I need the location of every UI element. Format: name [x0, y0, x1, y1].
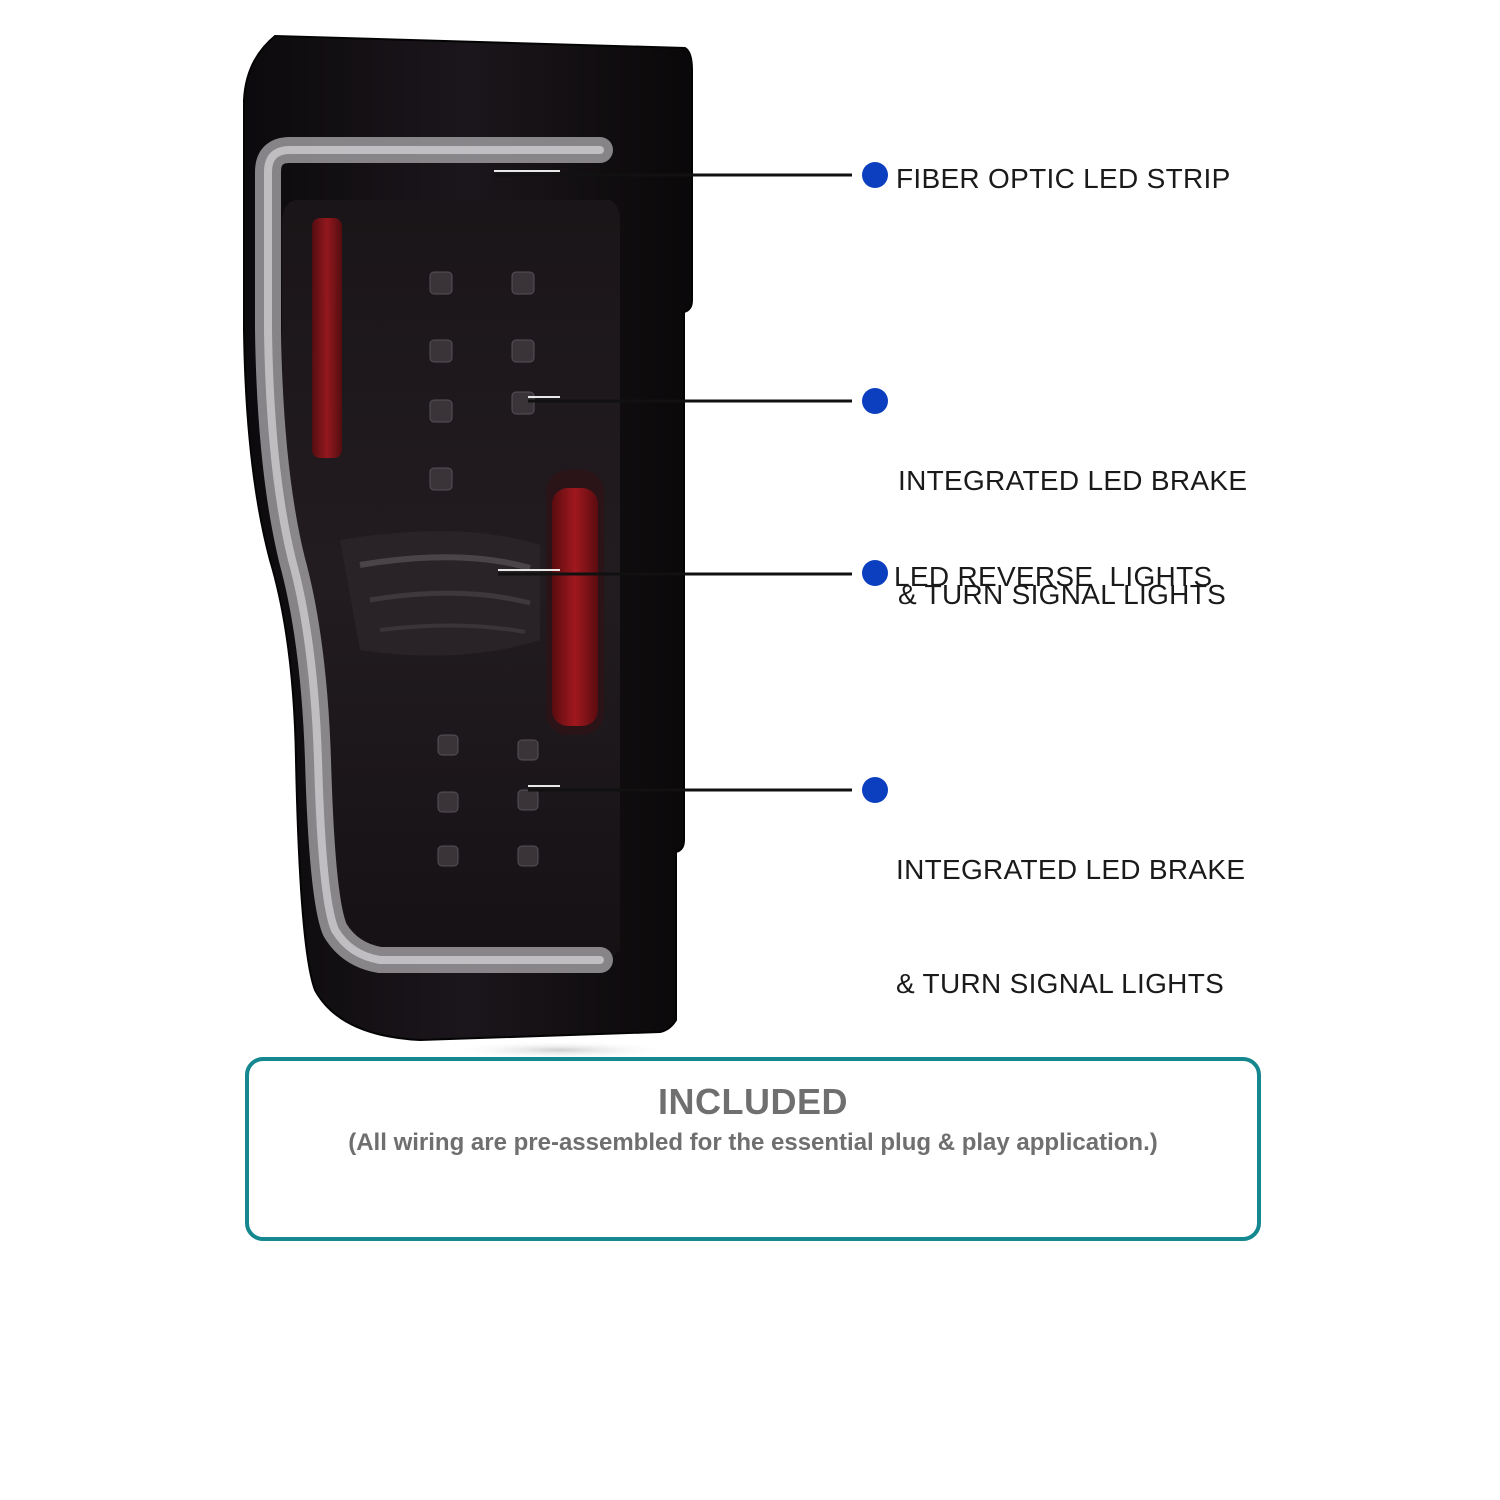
callout-reverse-lights: LED REVERSE LIGHTS — [862, 558, 1212, 596]
callout-label: LED REVERSE LIGHTS — [894, 561, 1213, 592]
callout-upper-brake-turn: INTEGRATED LED BRAKE & TURN SIGNAL LIGHT… — [862, 386, 1247, 690]
blue-dot-bullet — [862, 777, 888, 803]
blue-dot-bullet — [862, 388, 888, 414]
callout-label: FIBER OPTIC LED STRIP — [896, 163, 1231, 194]
callout-label-line2: & TURN SIGNAL LIGHTS — [898, 579, 1227, 610]
included-title: INCLUDED — [658, 1081, 848, 1122]
callout-label-line1: INTEGRATED LED BRAKE — [896, 854, 1246, 885]
callout-label-line2: & TURN SIGNAL LIGHTS — [896, 968, 1225, 999]
callout-leader-highlights — [494, 170, 560, 787]
callout-leader-lines — [494, 173, 852, 792]
blue-dot-bullet — [862, 560, 888, 586]
included-note: (All wiring are pre-assembled for the es… — [348, 1129, 1158, 1156]
left-red-reflector — [312, 218, 342, 458]
lower-led-grid — [437, 734, 539, 867]
callout-fiber-optic: FIBER OPTIC LED STRIP — [862, 160, 1231, 198]
callout-lower-brake-turn: INTEGRATED LED BRAKE & TURN SIGNAL LIGHT… — [862, 775, 1245, 1079]
floor-shadow — [450, 1041, 670, 1059]
blue-dot-bullet — [862, 162, 888, 188]
callout-label-line1: INTEGRATED LED BRAKE — [898, 465, 1248, 496]
included-box: INCLUDED (All wiring are pre-assembled f… — [245, 1057, 1261, 1241]
